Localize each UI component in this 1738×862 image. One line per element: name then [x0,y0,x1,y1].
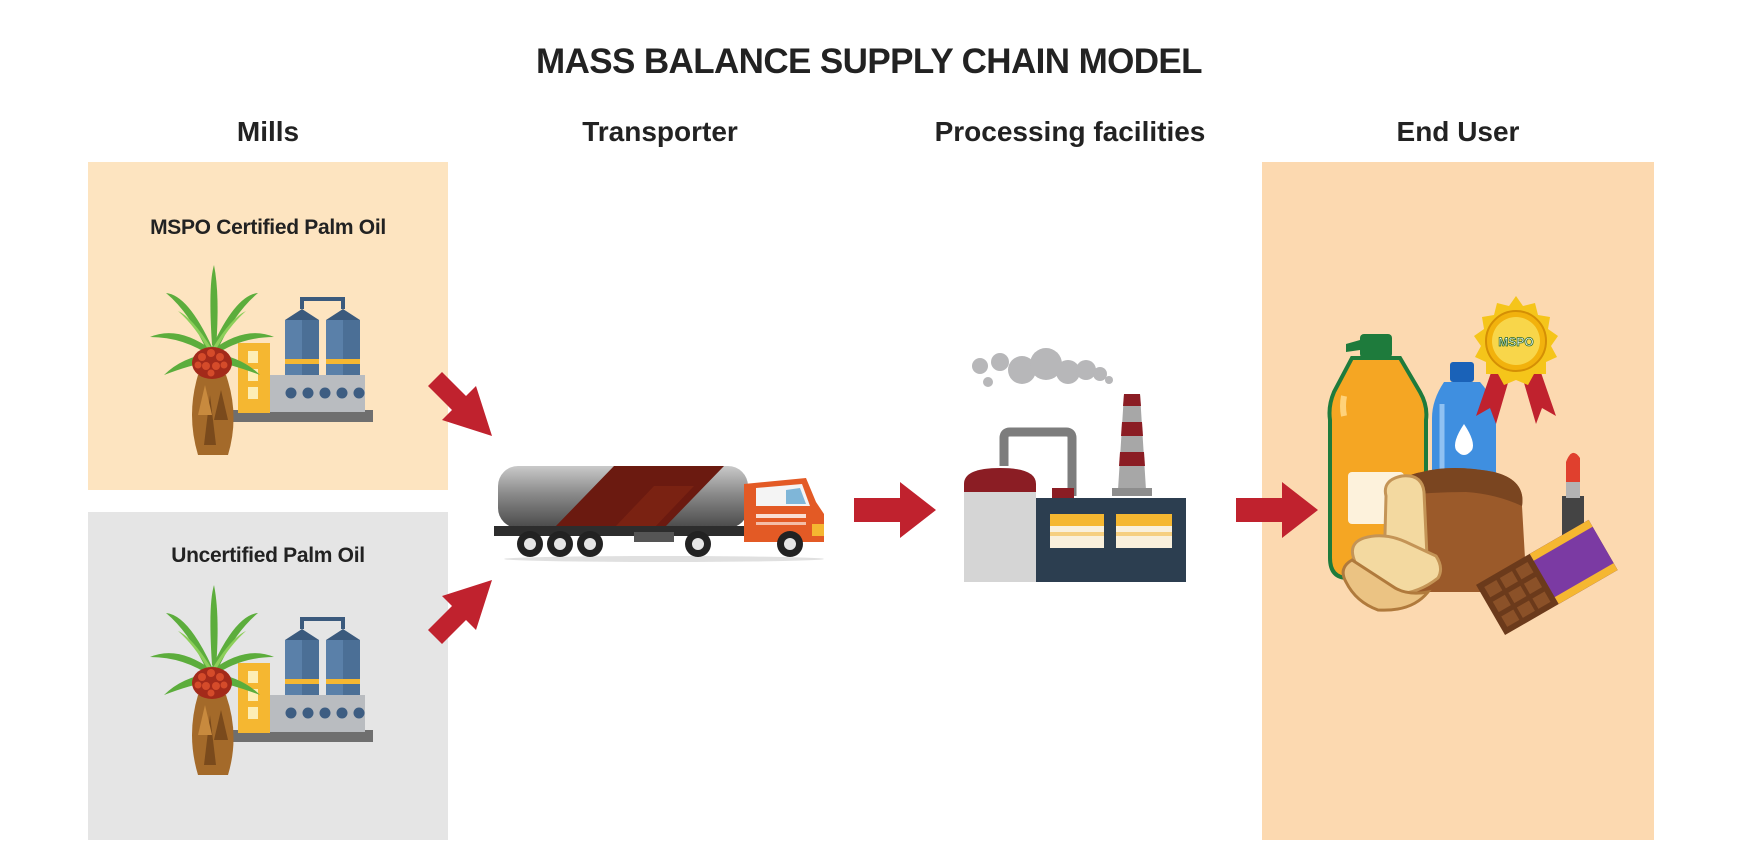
column-header-processing: Processing facilities [934,116,1206,147]
uncertified-mill-label: Uncertified Palm Oil [171,544,365,567]
column-header-end-user: End User [1396,116,1520,147]
processing-factory-icon [964,348,1186,582]
column-header-transporter: Transporter [582,116,738,147]
mspo-badge-text: MSPO [1498,335,1533,349]
end-user-products-icon: MSPO [1327,296,1618,636]
arrow-transporter-to-processing [854,482,936,538]
palm-mill-icon-uncertified [150,585,373,775]
arrow-uncertified-to-transporter [428,580,492,644]
column-header-mills: Mills [236,116,300,147]
certified-mill-panel: MSPO Certified Palm Oil [88,162,448,490]
arrow-certified-to-transporter [428,372,492,436]
palm-mill-icon-certified [150,265,373,455]
certified-mill-label: MSPO Certified Palm Oil [150,216,386,239]
diagram-title: MASS BALANCE SUPPLY CHAIN MODEL [536,42,1203,81]
arrow-processing-to-end-user [1236,482,1318,538]
tanker-truck-icon [494,466,824,562]
